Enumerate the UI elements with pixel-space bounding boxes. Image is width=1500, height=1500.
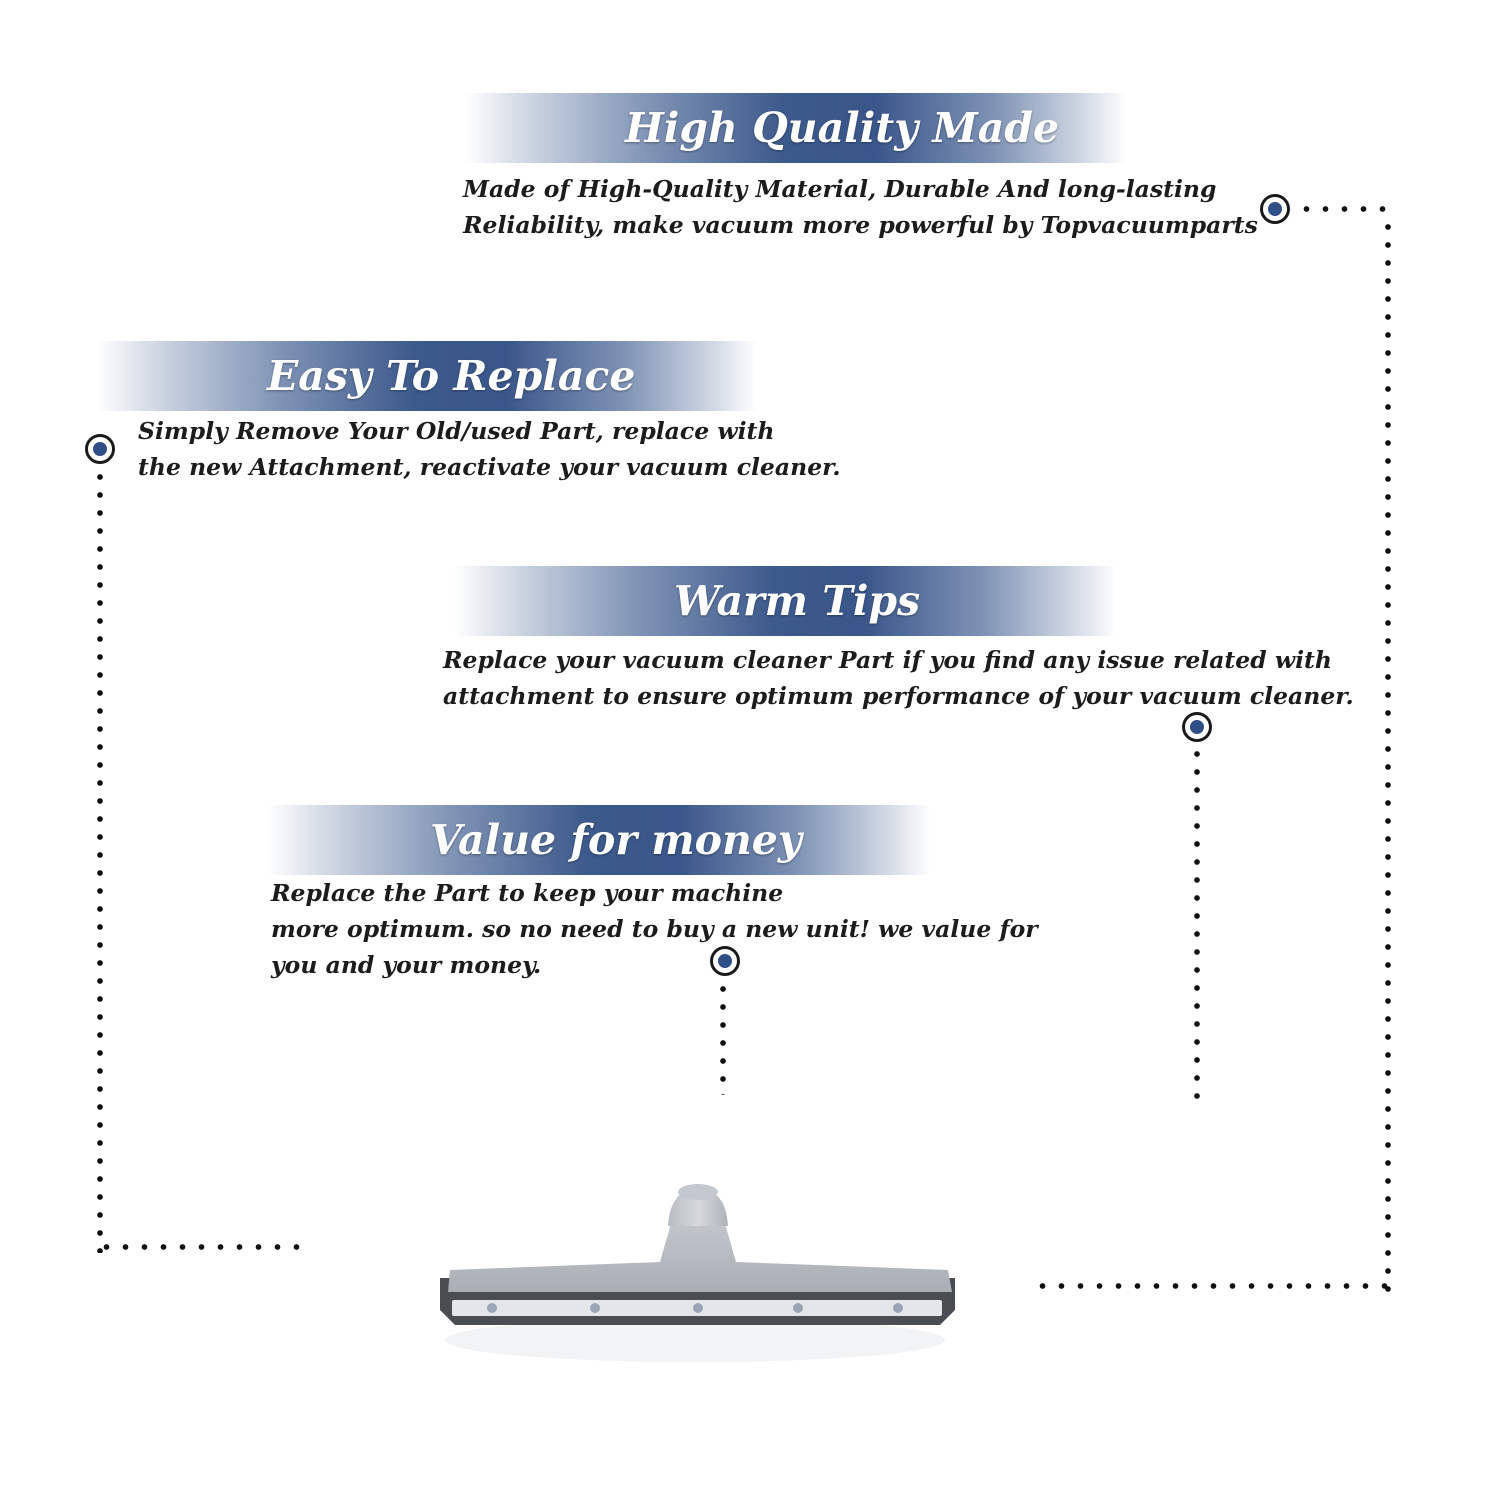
desc-line: the new Attachment, reactivate your vacu… — [138, 453, 841, 481]
desc-line: attachment to ensure optimum performance… — [443, 682, 1354, 710]
connector-line — [97, 1244, 302, 1250]
section-title-high-quality: High Quality Made — [625, 104, 1060, 152]
desc-line: Made of High-Quality Material, Durable A… — [463, 175, 1217, 203]
banner-high-quality: High Quality Made — [465, 93, 1127, 163]
banner-value-money: Value for money — [268, 805, 930, 875]
section-desc-high-quality: Made of High-Quality Material, Durable A… — [463, 171, 1258, 243]
section-desc-value-money: Replace the Part to keep your machine mo… — [271, 875, 1038, 983]
connector-line — [1297, 206, 1392, 212]
connector-line — [97, 468, 103, 1253]
section-desc-warm-tips: Replace your vacuum cleaner Part if you … — [443, 642, 1354, 714]
section-title-warm-tips: Warm Tips — [674, 577, 921, 625]
bullet-dot-icon — [85, 434, 115, 464]
connector-line — [1033, 1283, 1390, 1289]
desc-line: more optimum. so no need to buy a new un… — [271, 915, 1038, 943]
section-title-value-money: Value for money — [430, 816, 802, 864]
connector-line — [1385, 218, 1391, 1293]
desc-line: Reliability, make vacuum more powerful b… — [463, 211, 1258, 239]
bullet-dot-icon — [710, 946, 740, 976]
squeegee-floor-tool-icon — [440, 1184, 955, 1362]
section-desc-easy-replace: Simply Remove Your Old/used Part, replac… — [138, 413, 841, 485]
bullet-dot-icon — [1182, 712, 1212, 742]
connector-line — [1194, 745, 1200, 1110]
bullet-dot-icon — [1260, 194, 1290, 224]
section-title-easy-replace: Easy To Replace — [267, 352, 636, 400]
desc-line: you and your money. — [271, 951, 542, 979]
desc-line: Simply Remove Your Old/used Part, replac… — [138, 417, 775, 445]
banner-easy-replace: Easy To Replace — [95, 341, 757, 411]
desc-line: Replace the Part to keep your machine — [271, 879, 784, 907]
desc-line: Replace your vacuum cleaner Part if you … — [443, 646, 1332, 674]
connector-line — [720, 980, 726, 1095]
banner-warm-tips: Warm Tips — [454, 566, 1116, 636]
